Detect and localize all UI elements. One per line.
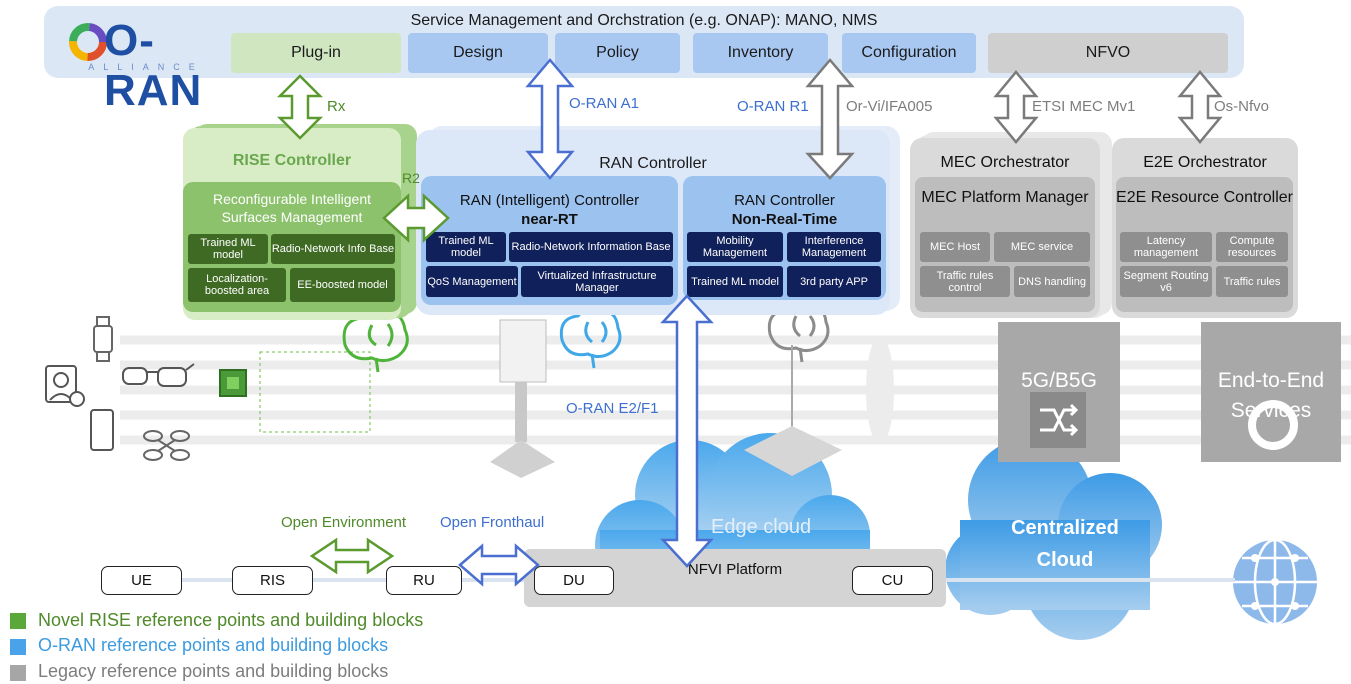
tab-configuration: Configuration [842, 33, 976, 73]
non-rt-title: RAN Controller [734, 192, 835, 209]
rise-block-rnib: Radio-Network Info Base [271, 234, 395, 264]
label-open-environment: Open Environment [281, 514, 407, 531]
near-block-trained-ml: Trained ML model [426, 232, 506, 262]
near-block-qos: QoS Management [426, 266, 518, 297]
rise-title: RISE Controller [232, 152, 352, 169]
oran-alliance-logo: O-RAN ALLIANCE [66, 16, 226, 115]
legend-swatch-blue [10, 639, 26, 655]
e2e-title: E2E Orchestrator [1143, 154, 1267, 171]
pipe-ring-shape [866, 336, 894, 444]
label-a1: O-RAN A1 [569, 95, 640, 112]
legend-item-legacy: Legacy reference points and building blo… [38, 661, 389, 681]
node-ris: RIS [232, 566, 313, 595]
arrow-a1 [525, 58, 575, 180]
tab-policy: Policy [555, 33, 680, 73]
arrow-r2 [382, 193, 450, 243]
switch-icon [1030, 392, 1086, 448]
e2e-block-latency: Latency management [1120, 232, 1212, 262]
legend-swatch-green [10, 613, 26, 629]
centralized-cloud-shape [945, 438, 1162, 640]
ran-title: RAN Controller [599, 155, 707, 172]
globe-icon [1233, 538, 1317, 626]
node-du: DU [534, 566, 614, 595]
smartphone-icon [90, 409, 114, 451]
smart-glasses-icon [122, 363, 195, 387]
arrow-or-vi [805, 58, 855, 180]
drone-icon [143, 430, 190, 461]
e2e-block-traffic-rules: Traffic rules [1216, 266, 1288, 297]
arrow-e2f1 [660, 294, 714, 568]
face-id-icon [45, 365, 85, 407]
brain-icon-blue [559, 307, 622, 369]
logo-subtitle: ALLIANCE [88, 62, 204, 72]
node-ru: RU [386, 566, 462, 595]
node-cu: CU [852, 566, 933, 595]
network-strips [120, 335, 1351, 445]
mec-block-dns: DNS handling [1014, 266, 1090, 297]
mec-block-traffic-rules: Traffic rules control [920, 266, 1010, 297]
label-e2f1: O-RAN E2/F1 [566, 400, 659, 417]
label-mv1: ETSI MEC Mv1 [1032, 98, 1136, 115]
rise-block-trained-ml: Trained ML model [188, 234, 268, 264]
e2e-inner-title: E2E Resource Controller [1116, 189, 1293, 206]
legend-swatch-gray [10, 665, 26, 681]
tab-design: Design [408, 33, 548, 73]
e2e-block-srv6: Segment Routing v6 [1120, 266, 1212, 297]
nonrt-block-mobility: Mobility Management [687, 232, 783, 262]
central-cloud-label-2: Cloud [1036, 549, 1094, 571]
mec-inner-title: MEC Platform Manager [921, 189, 1089, 206]
label-rx: Rx [327, 98, 346, 115]
oran-ring-icon [69, 23, 107, 61]
tab-nfvo: NFVO [988, 33, 1228, 73]
node-ue: UE [101, 566, 182, 595]
tab-plug-in: Plug-in [231, 33, 401, 73]
services-line1: End-to-End [1217, 369, 1325, 392]
label-r2: R2 [402, 170, 420, 186]
arrow-open-environment [309, 537, 395, 575]
e2e-block-compute: Compute resources [1216, 232, 1288, 262]
chip-icon [219, 369, 247, 397]
label-r1: O-RAN R1 [737, 98, 809, 115]
arrow-os-nfvo [1177, 70, 1223, 144]
rise-inner-title: Reconfigurable Intelligent Surfaces Mana… [213, 191, 371, 225]
arrow-mv1 [993, 70, 1039, 144]
mec-block-service: MEC service [994, 232, 1090, 262]
macro-tower-icon [490, 319, 555, 478]
near-rt-title: RAN (Intelligent) Controller [459, 192, 640, 209]
mec-title: MEC Orchestrator [940, 154, 1070, 171]
near-rt-label: near-RT [521, 211, 578, 228]
label-os-nfvo: Os-Nfvo [1214, 98, 1270, 115]
ris-surface-icon [259, 351, 371, 433]
legend-item-oran: O-RAN reference points and building bloc… [38, 635, 389, 655]
services-panel: End-to-End Services [1201, 322, 1341, 462]
nfvi-label: NFVI Platform [687, 561, 783, 578]
arrow-rx [276, 74, 324, 140]
smartwatch-icon [93, 316, 113, 362]
nonrt-block-3rd-party-app: 3rd party APP [787, 266, 881, 297]
rise-block-ee-model: EE-boosted model [290, 268, 395, 302]
rise-block-localization: Localization-boosted area [188, 268, 286, 302]
near-block-vim: Virtualized Infrastructure Manager [521, 266, 673, 297]
non-rt-label: Non-Real-Time [731, 211, 838, 228]
logo-word: O-RAN [104, 16, 203, 115]
legend: Novel RISE reference points and building… [10, 610, 570, 682]
mec-block-host: MEC Host [920, 232, 990, 262]
smo-title: Service Management and Orchstration (e.g… [410, 12, 878, 29]
small-cell-tower-icon [744, 345, 842, 476]
recycle-loop-icon [1248, 400, 1298, 450]
core-line1: 5G/B5G [1021, 369, 1097, 392]
arrow-open-fronthaul [458, 543, 540, 587]
central-cloud-label-1: Centralized [1011, 517, 1119, 539]
label-open-fronthaul: Open Fronthaul [440, 514, 545, 531]
legend-item-rise: Novel RISE reference points and building… [38, 610, 424, 630]
edge-cloud-label: Edge cloud [711, 516, 812, 538]
near-block-rnib: Radio-Network Information Base [509, 232, 673, 262]
label-or-vi: Or-Vi/IFA005 [846, 98, 933, 115]
tab-inventory: Inventory [693, 33, 828, 73]
nonrt-block-trained-ml: Trained ML model [687, 266, 783, 297]
nonrt-block-interference: Interference Management [787, 232, 881, 262]
